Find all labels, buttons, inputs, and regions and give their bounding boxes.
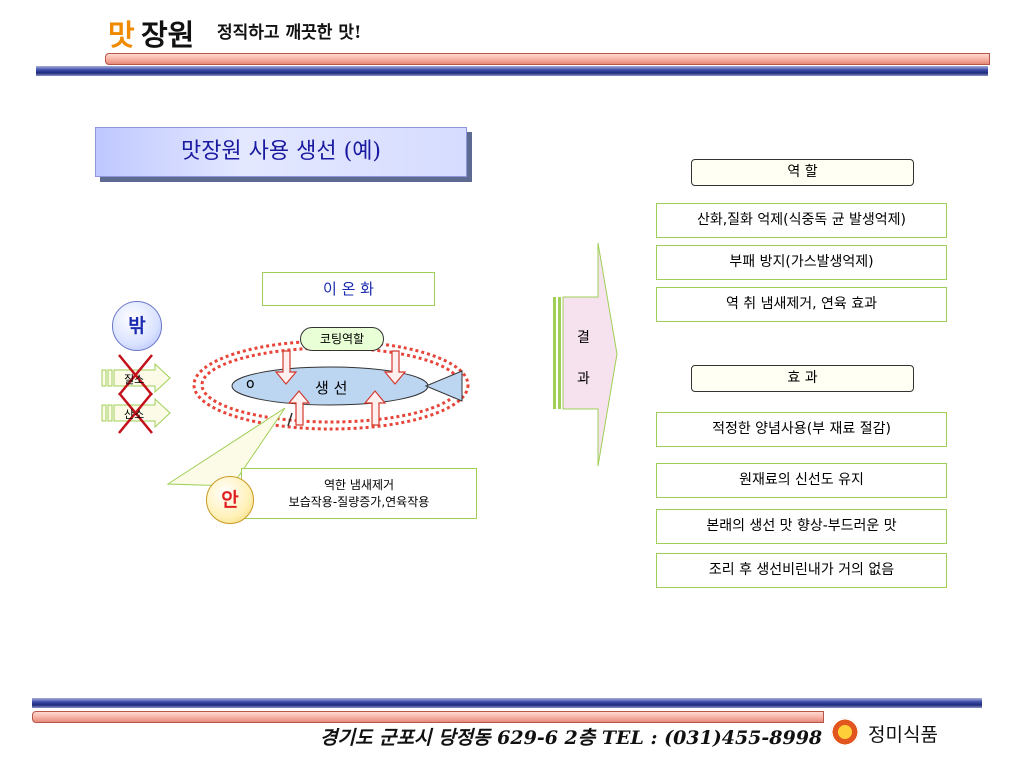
result-arrow <box>553 242 618 467</box>
logo-mat: 맛 <box>108 18 135 52</box>
header-bar-blue <box>36 66 988 76</box>
arrow-down-right <box>383 350 407 385</box>
inside-bubble: 안 <box>206 476 254 524</box>
outside-bubble: 밖 <box>112 301 162 351</box>
blocked-x-nitrogen <box>118 354 153 396</box>
inside-effect-line-1: 역한 냄새제거 <box>323 478 395 492</box>
company-seal-icon <box>831 718 859 746</box>
fish-label: 생 선 <box>315 379 348 397</box>
effect-item: 적정한 양념사용(부 재료 절감) <box>656 412 947 447</box>
result-char-2: 과 <box>577 371 590 387</box>
roles-heading: 역 할 <box>691 159 914 186</box>
tagline: 정직하고 깨끗한 맛! <box>217 23 362 43</box>
callout-pointer <box>166 407 286 487</box>
footer-address: 경기도 군포시 당정동 629-6 2층 TEL : (031)455-8998 <box>320 727 823 749</box>
effect-item: 본래의 생선 맛 향상-부드러운 맛 <box>656 509 947 544</box>
company-name: 정미식품 <box>868 724 938 746</box>
role-item: 부패 방지(가스발생억제) <box>656 245 947 280</box>
ionization-box: 이 온 화 <box>262 272 435 306</box>
fish-gill-mark <box>287 412 293 427</box>
oxygen-label: 산소 <box>124 408 145 421</box>
arrow-down-left <box>274 350 298 385</box>
oxygen-arrow <box>101 397 171 429</box>
arrow-up-right <box>363 390 387 426</box>
blocked-x-oxygen <box>118 392 153 434</box>
footer-bar-blue <box>32 698 982 708</box>
fish-tail <box>424 370 463 402</box>
logo-jangwon: 장원 <box>141 18 195 52</box>
fish-eye: o <box>246 376 255 392</box>
effect-item: 조리 후 생선비린내가 거의 없음 <box>656 553 947 588</box>
inside-effect-line-2: 보습작용-질량증가,연육작용 <box>288 495 430 509</box>
effects-heading: 효 과 <box>691 365 914 392</box>
role-item: 역 취 냄새제거, 연육 효과 <box>656 287 947 322</box>
inside-effects-box: 역한 냄새제거 보습작용-질량증가,연육작용 <box>241 468 477 519</box>
coating-label: 코팅역할 <box>300 327 384 351</box>
arrow-up-left <box>287 390 311 426</box>
page-title: 맛장원 사용 생선 (예) <box>95 127 467 177</box>
header-bar-red <box>105 53 990 65</box>
effect-item: 원재료의 신선도 유지 <box>656 463 947 498</box>
result-char-1: 결 <box>577 330 590 346</box>
nitrogen-label: 질소 <box>124 373 145 386</box>
footer-bar-red <box>32 711 824 723</box>
role-item: 산화,질화 억제(식중독 균 발생억제) <box>656 203 947 238</box>
dotted-boundary-outer <box>192 339 470 431</box>
